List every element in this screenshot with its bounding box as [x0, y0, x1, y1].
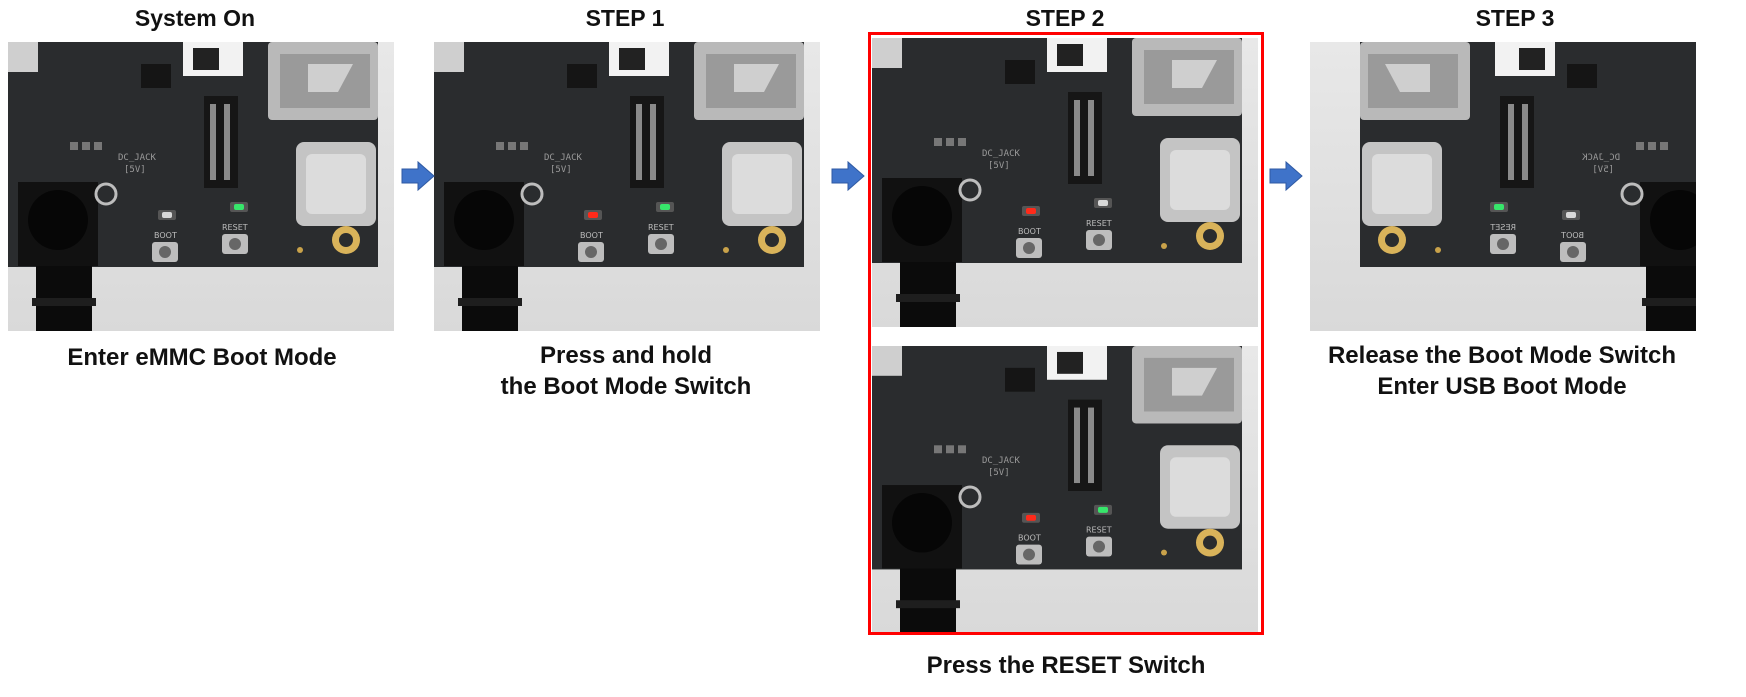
caption-step-3: Release the Boot Mode Switch Enter USB B…	[1300, 340, 1704, 402]
step-2-highlight-frame	[868, 32, 1264, 635]
svg-text:[5V]: [5V]	[550, 165, 572, 175]
svg-text:[5V]: [5V]	[988, 468, 1010, 478]
svg-text:BOOT: BOOT	[154, 231, 177, 240]
svg-text:DC_JACK: DC_JACK	[1581, 153, 1620, 163]
caption-line: Enter USB Boot Mode	[1377, 373, 1627, 400]
svg-text:[5V]: [5V]	[1592, 165, 1614, 175]
caption-step-2: Press the RESET Switch	[864, 650, 1268, 681]
caption-line: Press and hold	[539, 342, 713, 369]
caption-line: Press the RESET Switch	[926, 652, 1206, 679]
svg-text:BOOT: BOOT	[580, 231, 603, 240]
svg-text:BOOT: BOOT	[1561, 231, 1584, 240]
svg-text:DC_JACK: DC_JACK	[982, 456, 1020, 466]
svg-text:DC_JACK: DC_JACK	[118, 153, 157, 163]
column-title-system-on: System On	[134, 5, 256, 31]
svg-text:RESET: RESET	[222, 223, 248, 232]
svg-text:BOOT: BOOT	[1018, 534, 1041, 543]
svg-text:BOOT: BOOT	[1018, 227, 1041, 236]
svg-text:DC_JACK: DC_JACK	[544, 153, 583, 163]
column-title-step-3: STEP 3	[1475, 5, 1555, 31]
caption-line: Enter eMMC Boot Mode	[67, 344, 337, 371]
arrow-right-icon	[830, 160, 866, 192]
caption-step-1: Press and hold the Boot Mode Switch	[424, 340, 828, 402]
caption-line: Release the Boot Mode Switch	[1327, 342, 1677, 369]
board-photo-step-3: DC_JACK [5V] BOOT RESET	[1310, 42, 1696, 331]
caption-system-on: Enter eMMC Boot Mode	[0, 342, 404, 373]
column-title-step-2: STEP 2	[1025, 5, 1105, 31]
svg-text:RESET: RESET	[1086, 526, 1112, 535]
board-photo-step-1: DC_JACK [5V] BOOT RESET	[434, 42, 820, 331]
board-photo-step-2-top: DC_JACK [5V] BOOT RESET	[872, 38, 1258, 327]
caption-line: the Boot Mode Switch	[500, 373, 752, 400]
arrow-right-icon	[400, 160, 436, 192]
svg-text:[5V]: [5V]	[988, 161, 1010, 171]
board-photo-system-on: DC_JACK [5V] BOOT RESET	[8, 42, 394, 331]
svg-text:RESET: RESET	[648, 223, 674, 232]
svg-text:[5V]: [5V]	[124, 165, 146, 175]
column-title-step-1: STEP 1	[585, 5, 665, 31]
arrow-right-icon	[1268, 160, 1304, 192]
board-photo-step-2-bottom: DC_JACK [5V] BOOT RESET	[872, 346, 1258, 633]
svg-text:RESET: RESET	[1490, 223, 1516, 232]
svg-text:RESET: RESET	[1086, 219, 1112, 228]
svg-text:DC_JACK: DC_JACK	[982, 149, 1021, 159]
